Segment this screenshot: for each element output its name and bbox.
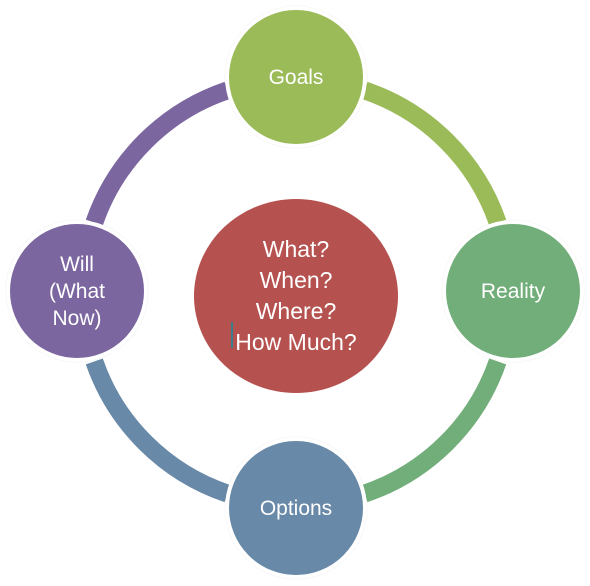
- arc-goals-to-reality: [361, 81, 507, 226]
- node-reality: Reality: [442, 220, 584, 362]
- node-goals: Goals: [225, 6, 367, 148]
- node-options-label: Options: [259, 496, 333, 520]
- node-reality-label: Reality: [480, 279, 546, 303]
- arc-reality-to-options: [361, 358, 507, 503]
- center-text: What? When? Where? How Much?: [235, 236, 357, 355]
- node-goals-label: Goals: [268, 65, 324, 89]
- text-cursor: [231, 322, 233, 348]
- arc-options-to-will: [85, 358, 231, 503]
- node-will: Will (What Now): [6, 220, 148, 362]
- node-options: Options: [225, 437, 367, 579]
- arc-will-to-goals: [85, 81, 231, 226]
- node-will-label: Will (What Now): [48, 252, 105, 330]
- center-circle: What? When? Where? How Much?: [194, 199, 398, 393]
